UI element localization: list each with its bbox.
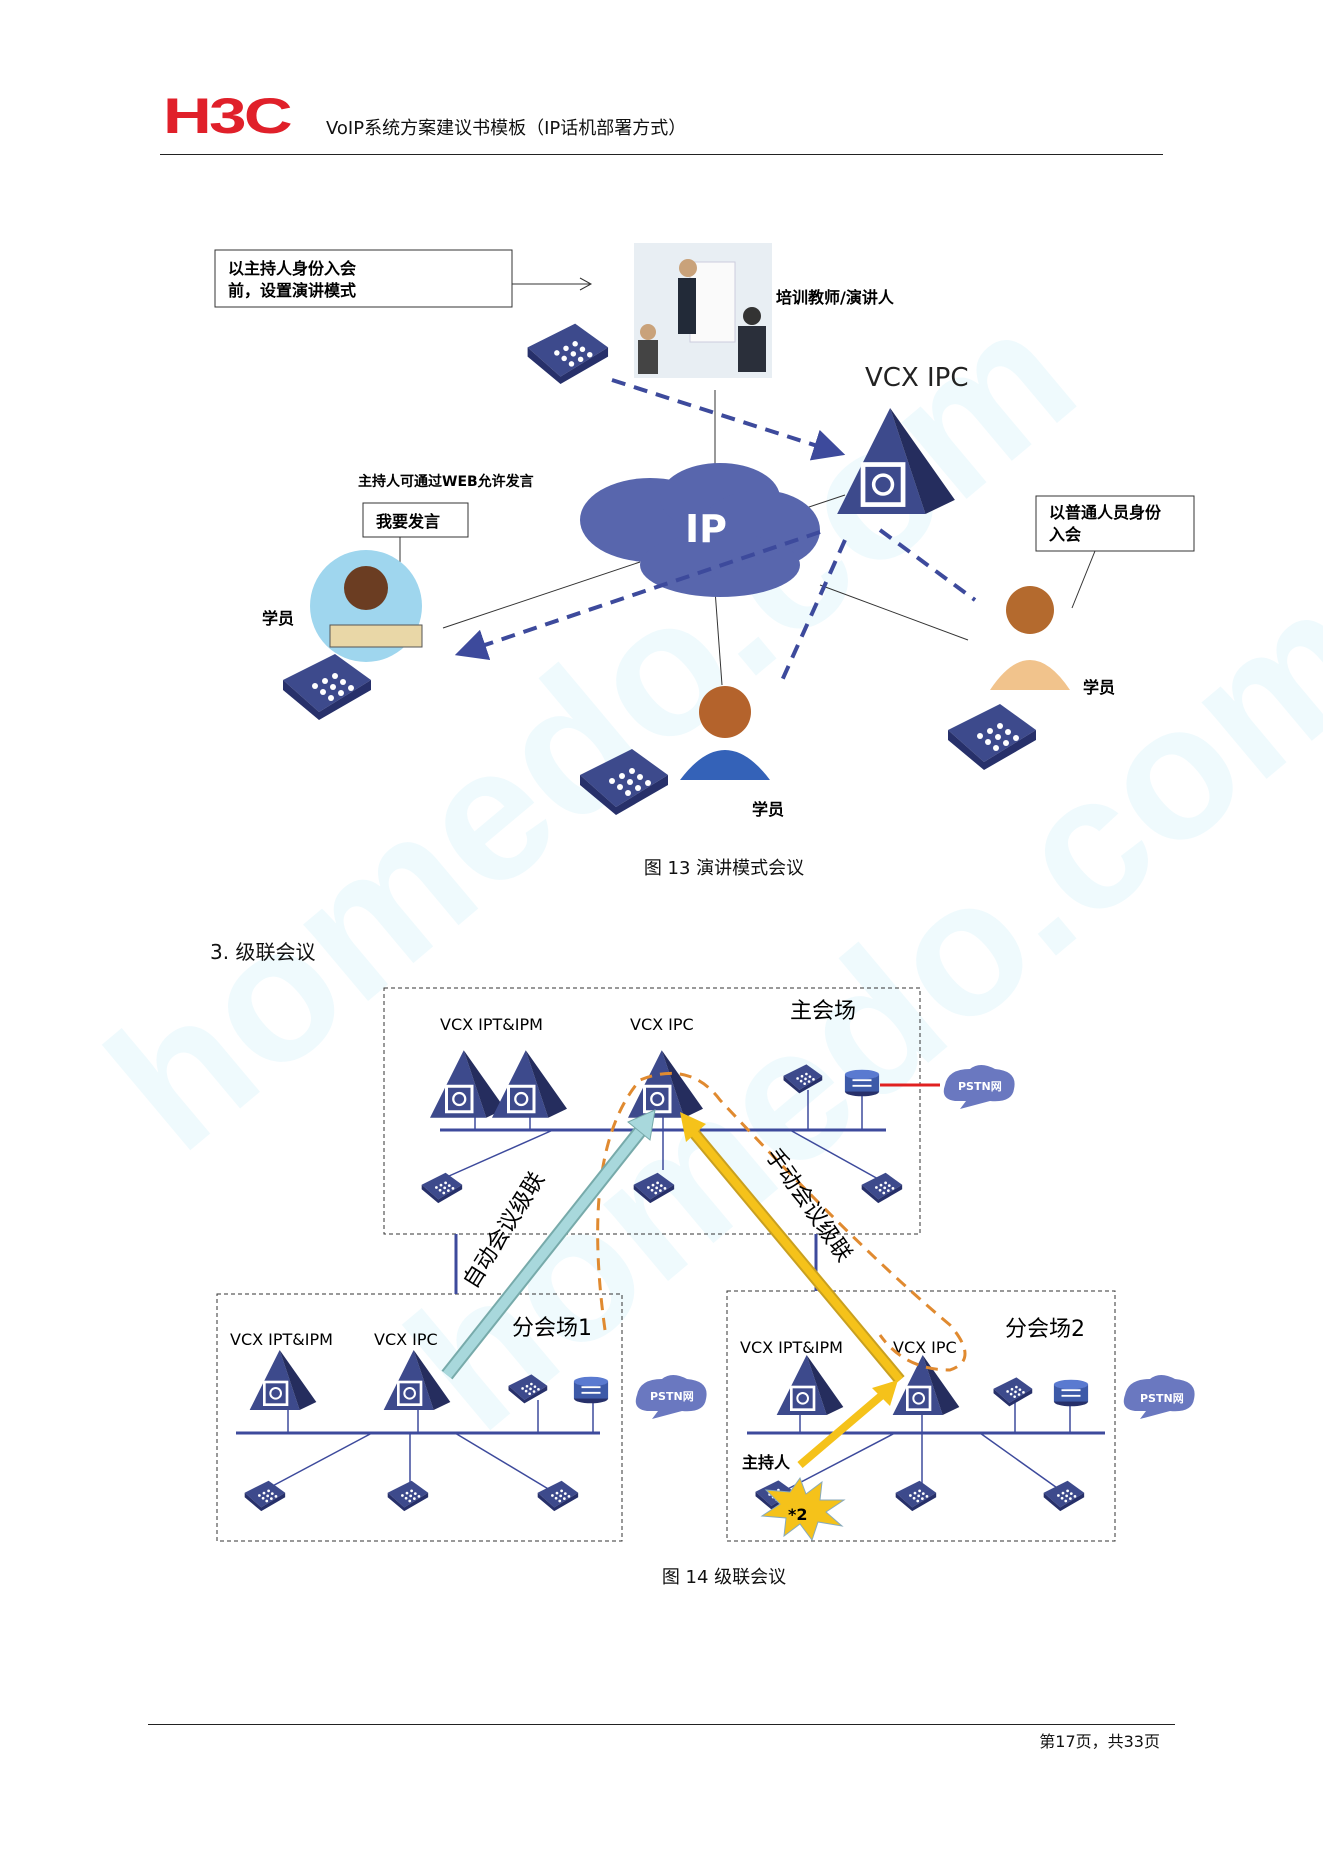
- h3c-logo: H3C: [163, 88, 293, 144]
- cloud-label: IP: [685, 507, 727, 551]
- speak-request-button: [362, 502, 469, 538]
- header-divider: [160, 154, 1163, 155]
- pstn-label: PSTN网: [650, 1390, 694, 1403]
- phone-icon: [244, 1480, 286, 1512]
- phone-icon: [1043, 1480, 1085, 1512]
- pstn-label: PSTN网: [958, 1080, 1002, 1093]
- main-site-label: 主会场: [790, 999, 856, 1024]
- student-avatar-icon: [990, 586, 1070, 690]
- figure-14: VCX IPT&IPM VCX IPC 主会场 PSTN网 VCX IPT&IP…: [216, 987, 1195, 1542]
- dial-burst-icon: [760, 1476, 846, 1542]
- sub-site-1-label: 分会场1: [512, 1316, 592, 1341]
- main-vcx-ipc-label: VCX IPC: [630, 1015, 694, 1034]
- trainer-label: 培训教师/演讲人: [776, 288, 895, 307]
- sub-site-2-label: 分会场2: [1005, 1317, 1085, 1342]
- vcx-ipc-server-icon: [628, 1050, 703, 1118]
- sub2-vcx-ipc-label: VCX IPC: [893, 1338, 957, 1357]
- phone-icon: [580, 749, 668, 815]
- section-heading: 3. 级联会议: [210, 940, 316, 964]
- member-note-box: [1035, 495, 1195, 552]
- cascade-outline: [596, 1071, 967, 1372]
- phone-icon: [895, 1480, 937, 1512]
- student-label-2: 学员: [1083, 678, 1115, 697]
- ipm-server-icon: [492, 1050, 567, 1118]
- ipt-ipm-server-icon: [775, 1355, 845, 1415]
- page-number: 第17页，共33页: [1039, 1732, 1160, 1751]
- trainer-photo: [634, 243, 772, 378]
- sub-site-2-box: [726, 1290, 1116, 1542]
- figure-13: 以主持人身份入会 前，设置演讲模式 培训教师/演讲人 VCX IPC IP: [214, 243, 1195, 819]
- auto-cascade-label: 自动会议级联: [459, 1168, 550, 1293]
- host-label: 主持人: [742, 1453, 791, 1472]
- phone-icon: [508, 1374, 548, 1404]
- sub1-ipt-ipm-label: VCX IPT&IPM: [230, 1330, 333, 1349]
- voice-gateway-icon: [572, 1375, 610, 1405]
- student-label-1: 学员: [262, 609, 294, 628]
- vcx-ipc-label: VCX IPC: [865, 363, 969, 393]
- student-avatar-icon: [310, 550, 423, 662]
- speak-request-label: 我要发言: [376, 512, 440, 531]
- ipt-ipm-server-icon: [248, 1350, 318, 1410]
- document-title: VoIP系统方案建议书模板（IP话机部署方式）: [326, 118, 687, 139]
- phone-icon: [783, 1064, 823, 1094]
- voice-gateway-icon: [1052, 1378, 1090, 1408]
- web-note: 主持人可通过WEB允许发言: [358, 473, 534, 490]
- vcx-ipc-server-icon: [837, 408, 955, 514]
- manual-cascade-arrow: [680, 1112, 905, 1469]
- footer-divider: [148, 1724, 1175, 1725]
- phone-icon: [527, 323, 609, 384]
- voice-gateway-icon: [843, 1068, 881, 1098]
- host-note-line1: 以主持人身份入会: [228, 259, 356, 278]
- figure-13-caption: 图 13 演讲模式会议: [643, 858, 805, 879]
- phone-icon: [633, 1172, 675, 1204]
- phone-icon: [421, 1172, 463, 1204]
- phone-icon: [283, 654, 371, 720]
- student-label-3: 学员: [752, 800, 784, 819]
- main-site-box: [383, 987, 921, 1235]
- host-note-line2: 前，设置演讲模式: [228, 281, 356, 300]
- star-code: *2: [788, 1505, 808, 1524]
- sub1-vcx-ipc-label: VCX IPC: [374, 1330, 438, 1349]
- manual-cascade-label: 手动会议级联: [760, 1144, 856, 1266]
- vcx-ipc-server-icon: [382, 1350, 452, 1410]
- host-note-box: [214, 249, 513, 308]
- pstn-label: PSTN网: [1140, 1392, 1184, 1405]
- phone-icon: [387, 1480, 429, 1512]
- student-avatar-icon: [680, 686, 770, 780]
- sub-site-1-box: [216, 1293, 623, 1542]
- ipt-server-icon: [430, 1050, 505, 1118]
- auto-cascade-arrow: [441, 1109, 656, 1380]
- phone-icon: [537, 1480, 579, 1512]
- vcx-ipc-server-icon: [891, 1355, 961, 1415]
- figure-14-caption: 图 14 级联会议: [661, 1567, 787, 1588]
- member-note-line1: 以普通人员身份: [1049, 503, 1162, 522]
- phone-icon: [948, 704, 1036, 770]
- main-ipt-ipm-label: VCX IPT&IPM: [440, 1015, 543, 1034]
- sub2-ipt-ipm-label: VCX IPT&IPM: [740, 1338, 843, 1357]
- phone-icon: [861, 1172, 903, 1204]
- member-note-line2: 入会: [1049, 525, 1081, 544]
- phone-icon: [993, 1377, 1033, 1407]
